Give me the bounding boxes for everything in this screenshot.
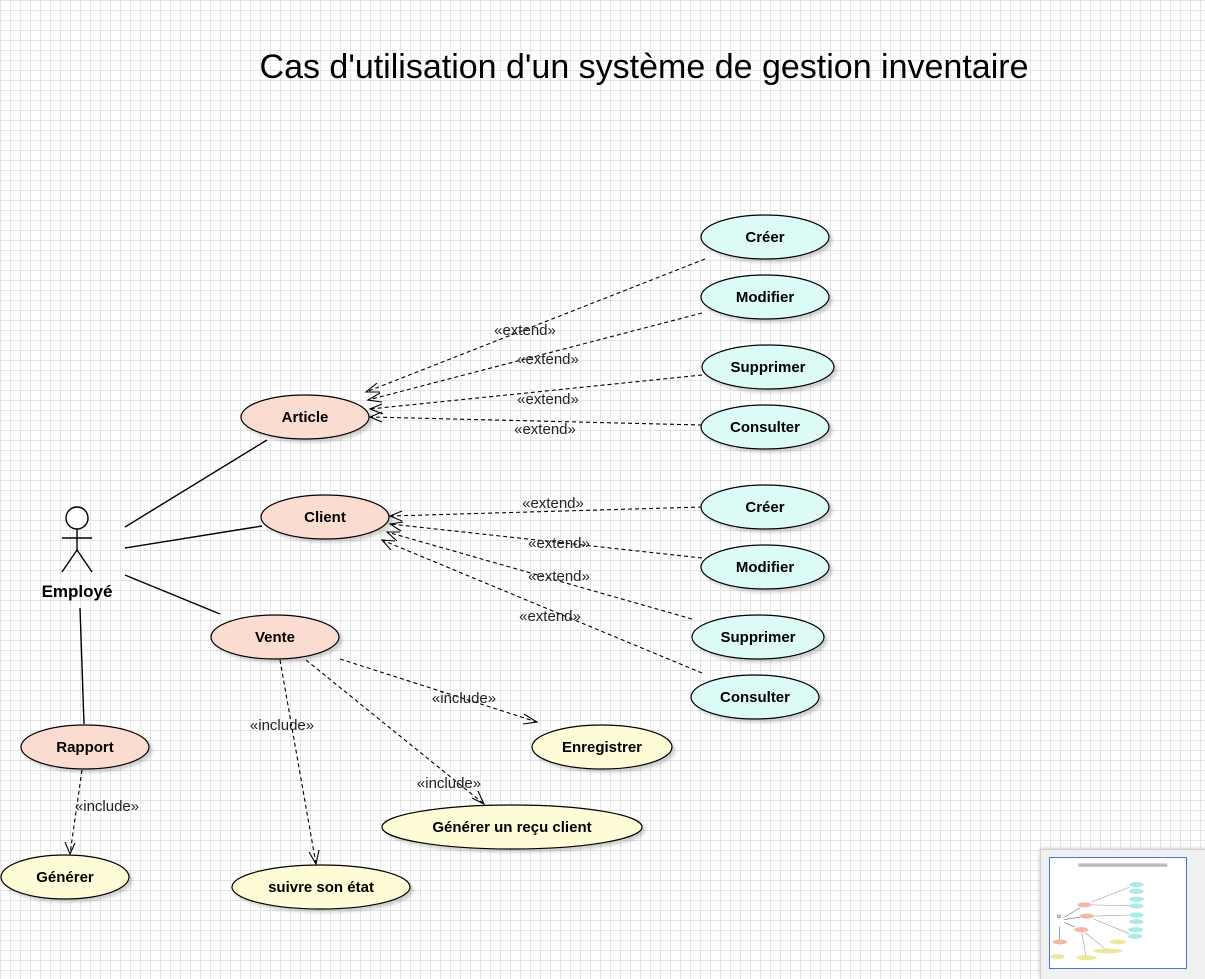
use-case-article-consulter-label: Consulter — [730, 419, 800, 436]
actor-right-leg — [77, 550, 92, 572]
arrowhead — [523, 714, 537, 724]
minimap-node — [1129, 889, 1143, 894]
client-extends: «extend» «extend» «extend» «extend» — [382, 495, 702, 673]
use-case-enregistrer[interactable]: Enregistrer — [532, 725, 672, 769]
arrowhead — [309, 850, 319, 864]
diagram-title: Cas d'utilisation d'un système de gestio… — [260, 48, 1029, 86]
use-case-generer-label: Générer — [36, 869, 94, 886]
use-case-article-supprimer-label: Supprimer — [730, 359, 805, 376]
use-case-rapport-label: Rapport — [56, 739, 114, 756]
actor-left-leg — [62, 550, 77, 572]
extend-label-article-creer: «extend» — [494, 322, 556, 339]
use-case-client-creer-label: Créer — [745, 499, 784, 516]
use-case-article[interactable]: Article — [241, 395, 369, 439]
extend-client-consulter[interactable] — [382, 540, 702, 673]
use-case-article-supprimer[interactable]: Supprimer — [702, 345, 834, 389]
use-case-article-modifier[interactable]: Modifier — [701, 275, 829, 319]
use-case-suivre-etat-label: suivre son état — [268, 879, 374, 896]
use-case-suivre-etat[interactable]: suivre son état — [232, 865, 410, 909]
minimap-node — [1129, 919, 1143, 924]
include-label-recu: «include» — [417, 775, 481, 792]
use-case-article-modifier-label: Modifier — [736, 289, 794, 306]
minimap-node — [1129, 904, 1143, 909]
extend-label-client-consulter: «extend» — [519, 608, 581, 625]
include-vente-suivre[interactable] — [280, 660, 316, 864]
minimap-thumbnail — [1050, 858, 1186, 968]
minimap-node — [1128, 927, 1143, 932]
actor-label: Employé — [42, 582, 113, 601]
minimap-node — [1080, 914, 1094, 919]
minimap-node — [1129, 897, 1144, 902]
minimap-node — [1076, 955, 1096, 960]
association-vente[interactable] — [125, 575, 220, 614]
use-case-client[interactable]: Client — [261, 495, 389, 539]
outline-minimap[interactable] — [1040, 849, 1205, 979]
use-case-generer[interactable]: Générer — [1, 855, 129, 899]
arrowhead — [368, 393, 382, 402]
use-case-article-consulter[interactable]: Consulter — [701, 405, 829, 449]
extend-label-client-supprimer: «extend» — [528, 568, 590, 585]
minimap-node — [1053, 940, 1067, 945]
extend-label-client-modifier: «extend» — [528, 535, 590, 552]
extend-label-article-modifier: «extend» — [517, 351, 579, 368]
extend-label-article-supprimer: «extend» — [517, 391, 579, 408]
actor-head-icon — [66, 507, 88, 529]
use-case-article-label: Article — [282, 409, 329, 426]
arrowhead — [390, 522, 403, 531]
use-case-vente-label: Vente — [255, 629, 295, 646]
use-case-client-modifier-label: Modifier — [736, 559, 794, 576]
association-rapport[interactable] — [80, 608, 84, 724]
use-case-vente[interactable]: Vente — [211, 615, 339, 659]
association-article[interactable] — [125, 440, 267, 527]
include-label-suivre: «include» — [250, 717, 314, 734]
minimap-node — [1129, 913, 1143, 918]
association-client[interactable] — [125, 526, 262, 548]
minimap-node — [1074, 927, 1088, 932]
arrowhead — [382, 540, 395, 550]
extend-label-article-consulter: «extend» — [514, 421, 576, 438]
use-case-client-supprimer-label: Supprimer — [720, 629, 795, 646]
use-case-generer-recu[interactable]: Générer un reçu client — [382, 805, 642, 849]
use-case-enregistrer-label: Enregistrer — [562, 739, 642, 756]
use-case-article-creer-label: Créer — [745, 229, 784, 246]
minimap-node — [1093, 949, 1122, 954]
use-case-client-creer[interactable]: Créer — [701, 485, 829, 529]
actor-employe[interactable]: Employé — [42, 507, 113, 601]
use-case-generer-recu-label: Générer un reçu client — [432, 819, 591, 836]
minimap-viewport[interactable] — [1049, 857, 1187, 969]
use-case-client-consulter-label: Consulter — [720, 689, 790, 706]
include-label-enregistrer: «include» — [432, 690, 496, 707]
minimap-node — [1129, 882, 1143, 887]
minimap-node — [1110, 940, 1126, 945]
use-case-client-supprimer[interactable]: Supprimer — [692, 615, 824, 659]
minimap-title-bar — [1078, 863, 1167, 866]
extend-label-client-creer: «extend» — [522, 495, 584, 512]
use-case-rapport[interactable]: Rapport — [21, 725, 149, 769]
arrowhead — [65, 842, 75, 854]
use-case-client-consulter[interactable]: Consulter — [691, 675, 819, 719]
use-case-article-creer[interactable]: Créer — [701, 215, 829, 259]
minimap-node — [1050, 954, 1064, 959]
use-case-client-label: Client — [304, 509, 346, 526]
article-extends: «extend» «extend» «extend» «extend» — [366, 259, 705, 438]
minimap-node — [1128, 934, 1142, 939]
use-case-client-modifier[interactable]: Modifier — [701, 545, 829, 589]
include-label-generer: «include» — [75, 798, 139, 815]
minimap-node — [1077, 902, 1091, 907]
